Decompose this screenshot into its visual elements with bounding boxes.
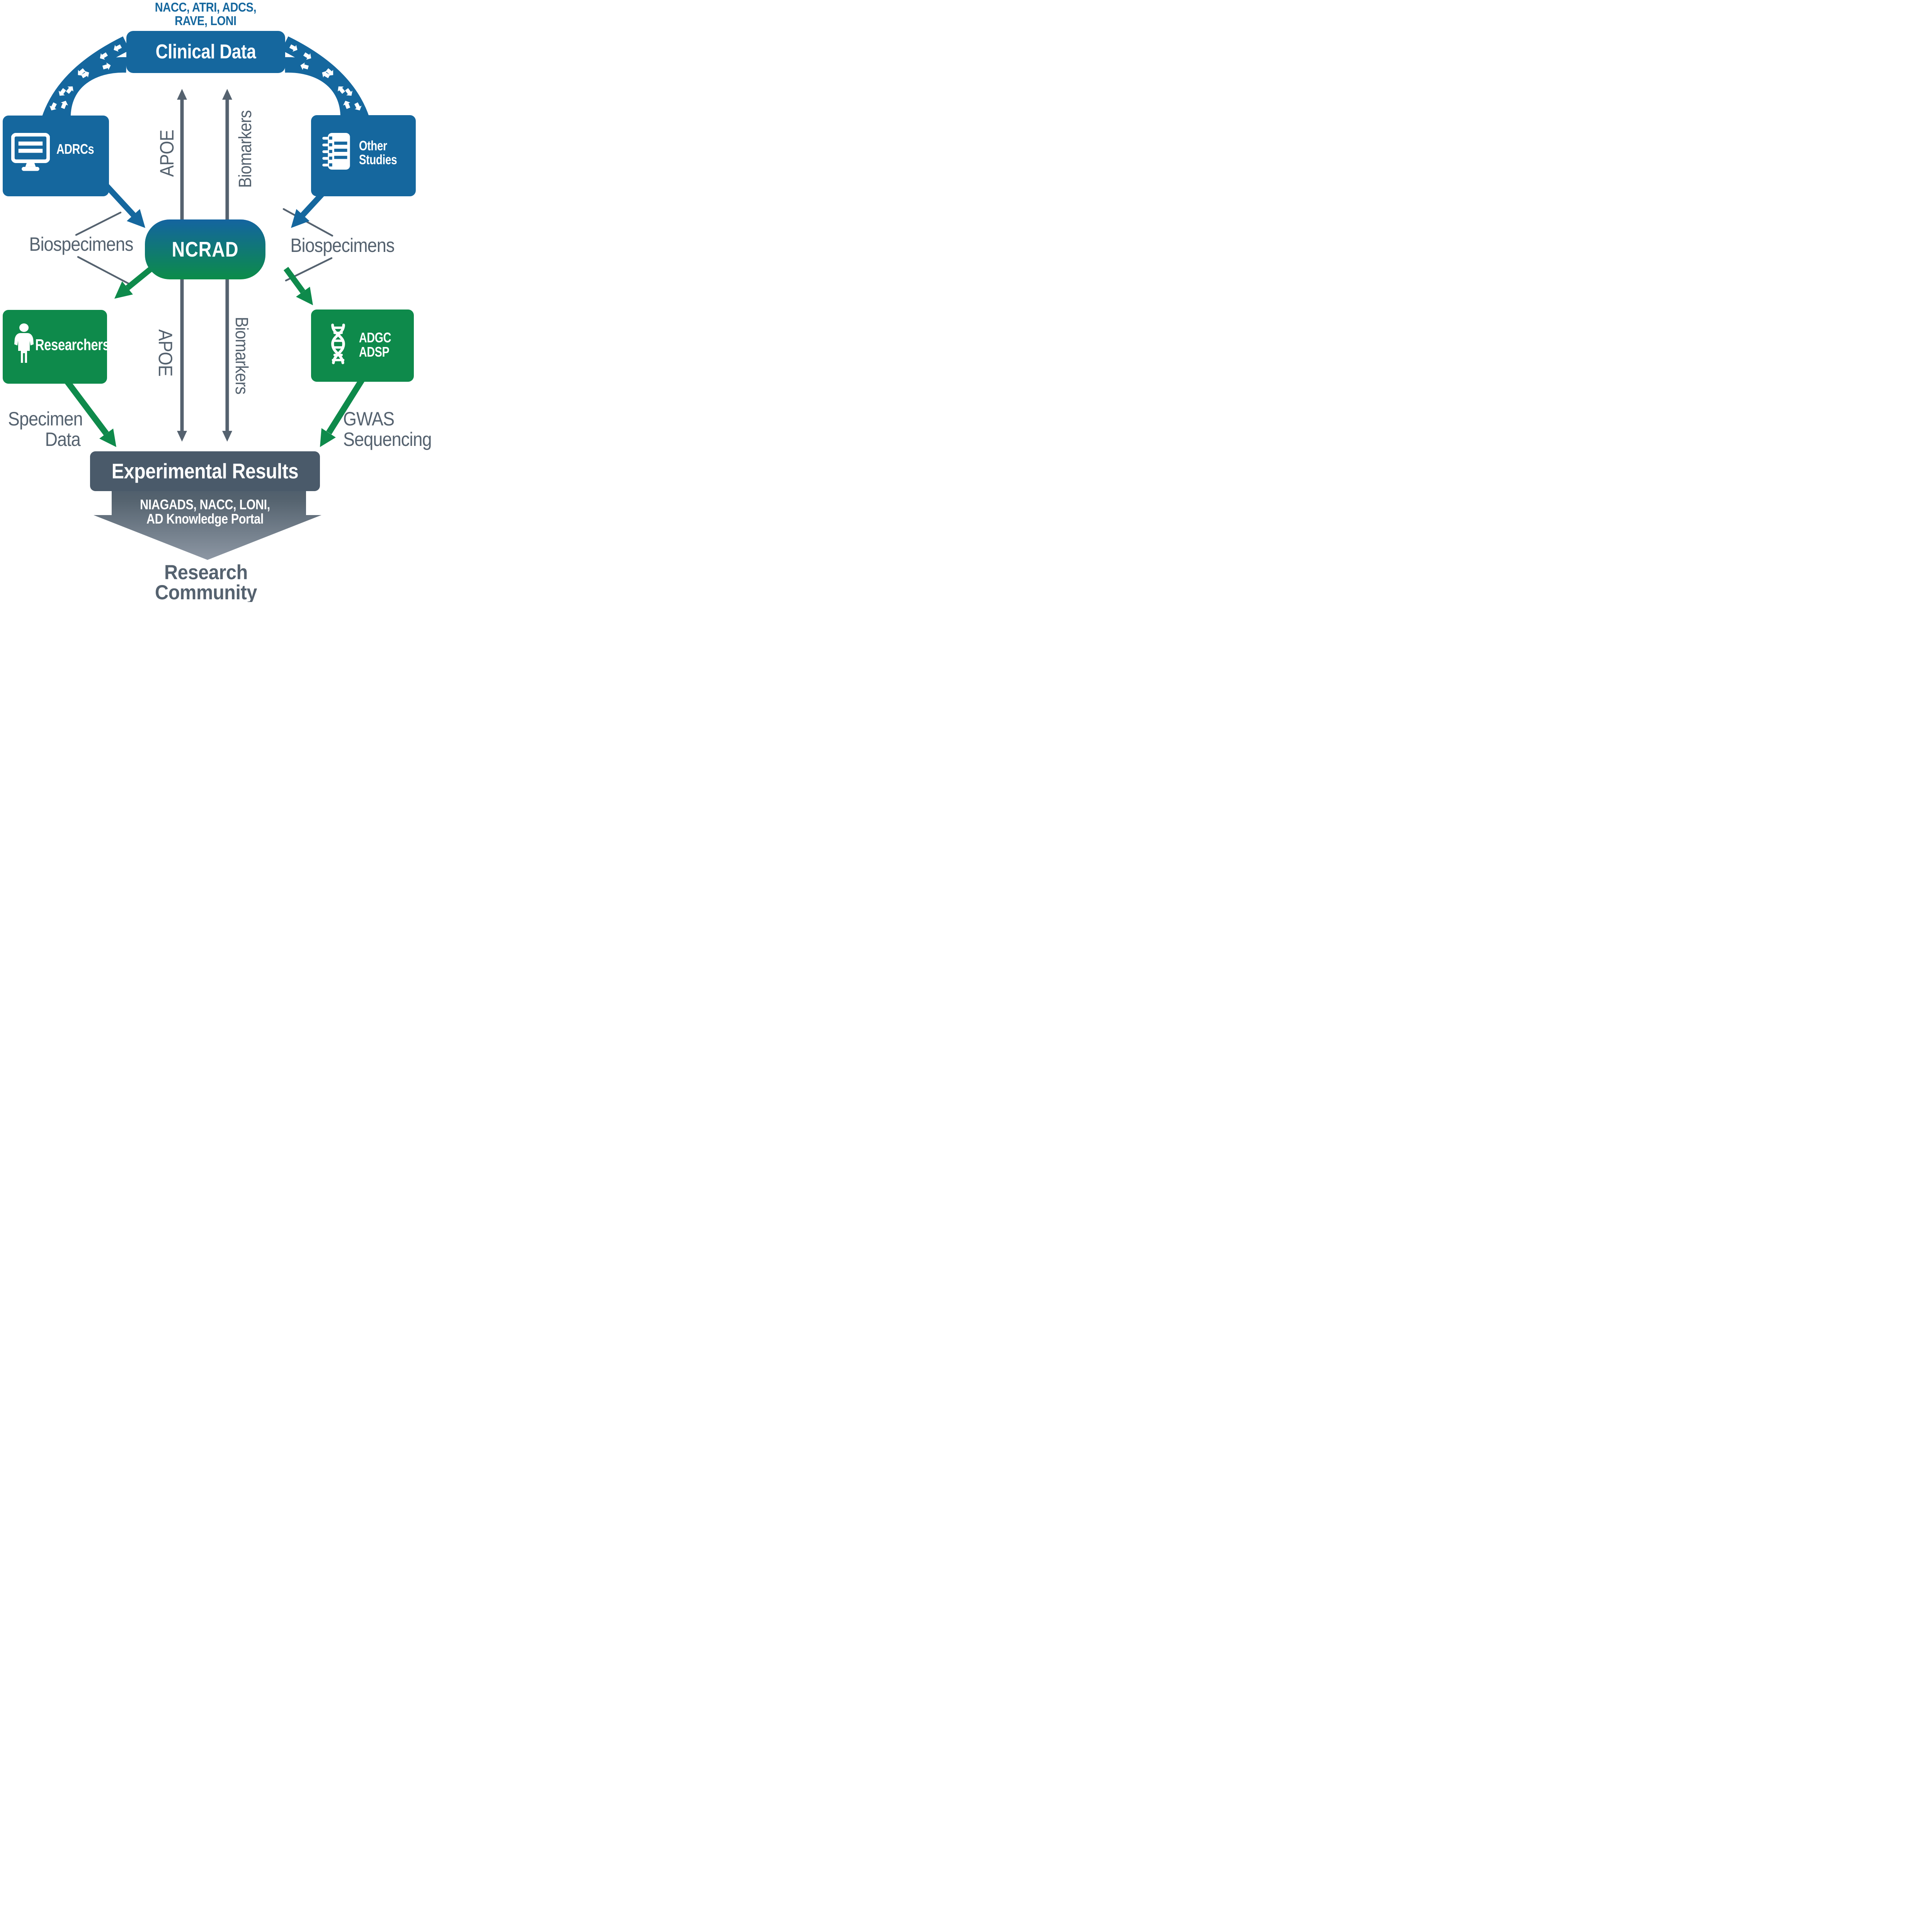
experimental-results-label: Experimental Results	[111, 459, 299, 483]
dna-icon	[331, 323, 345, 364]
sources-line1: NACC, ATRI, ADCS,	[155, 0, 257, 14]
researchers-label: Researchers	[35, 336, 110, 354]
other-studies-line2: Studies	[359, 152, 397, 168]
specimen-line1: Specimen	[8, 408, 83, 430]
adgc-adsp-node: ADGC ADSP	[311, 310, 414, 382]
other-studies-line1: Other	[359, 138, 387, 153]
biospecimens-right-label: Biospecimens	[290, 235, 395, 256]
clinical-data-node: Clinical Data	[126, 31, 285, 73]
research-community-line1: Research	[164, 561, 248, 584]
ncrad-to-adgc-arrow	[283, 267, 313, 305]
repositories-line2: AD Knowledge Portal	[146, 511, 264, 527]
biomarkers-upper-label: Biomarkers	[235, 110, 255, 188]
research-community-label: Research Community	[117, 561, 295, 602]
gwas-line2: Sequencing	[343, 429, 432, 450]
sources-line2: RAVE, LONI	[175, 14, 236, 28]
gwas-line1: GWAS	[343, 408, 395, 430]
computer-monitor-icon	[11, 133, 50, 171]
adgc-adsp-label: ADGC ADSP	[359, 330, 391, 359]
adgc-to-results-arrow	[320, 374, 367, 447]
repositories-text: NIAGADS, NACC, LONI, AD Knowledge Portal	[107, 497, 303, 526]
researchers-to-results-arrow	[60, 374, 116, 447]
repositories-line1: NIAGADS, NACC, LONI,	[140, 497, 270, 512]
ncrad-label: NCRAD	[172, 237, 239, 261]
other-studies-node: Other Studies	[311, 115, 416, 196]
results-flow-big-arrow	[94, 479, 321, 560]
clinical-data-label: Clinical Data	[155, 41, 256, 63]
clinical-otherstudies-exchange-band	[281, 36, 369, 122]
biomarkers-lower-label: Biomarkers	[232, 316, 252, 395]
apoe-upper-label: APOE	[156, 130, 178, 177]
adgc-line: ADGC	[359, 330, 391, 345]
specimen-line2: Data	[45, 429, 81, 450]
other-studies-label: Other Studies	[359, 139, 397, 167]
experimental-results-node: Experimental Results	[90, 451, 320, 491]
researchers-node: Researchers	[3, 310, 110, 384]
adrcs-label: ADRCs	[56, 141, 94, 157]
clinical-adrcs-exchange-band	[42, 36, 130, 122]
adsp-line: ADSP	[359, 344, 389, 360]
apoe-lower-label: APOE	[155, 329, 176, 376]
ncrad-node: NCRAD	[145, 219, 265, 279]
specimen-data-label: Specimen Data	[8, 408, 83, 450]
ncrad-to-researchers-arrow	[114, 267, 152, 299]
person-icon	[14, 323, 34, 363]
notebook-icon	[322, 133, 350, 170]
research-community-line2: Community	[155, 581, 257, 602]
clinical-data-sources-text: NACC, ATRI, ADCS, RAVE, LONI	[138, 0, 274, 27]
biospecimens-left-label: Biospecimens	[29, 233, 133, 255]
gwas-sequencing-label: GWAS Sequencing	[343, 408, 432, 450]
adrcs-node: ADRCs	[3, 116, 109, 196]
ncrad-flow-diagram: NACC, ATRI, ADCS, RAVE, LONI Clinical Da…	[0, 0, 436, 602]
